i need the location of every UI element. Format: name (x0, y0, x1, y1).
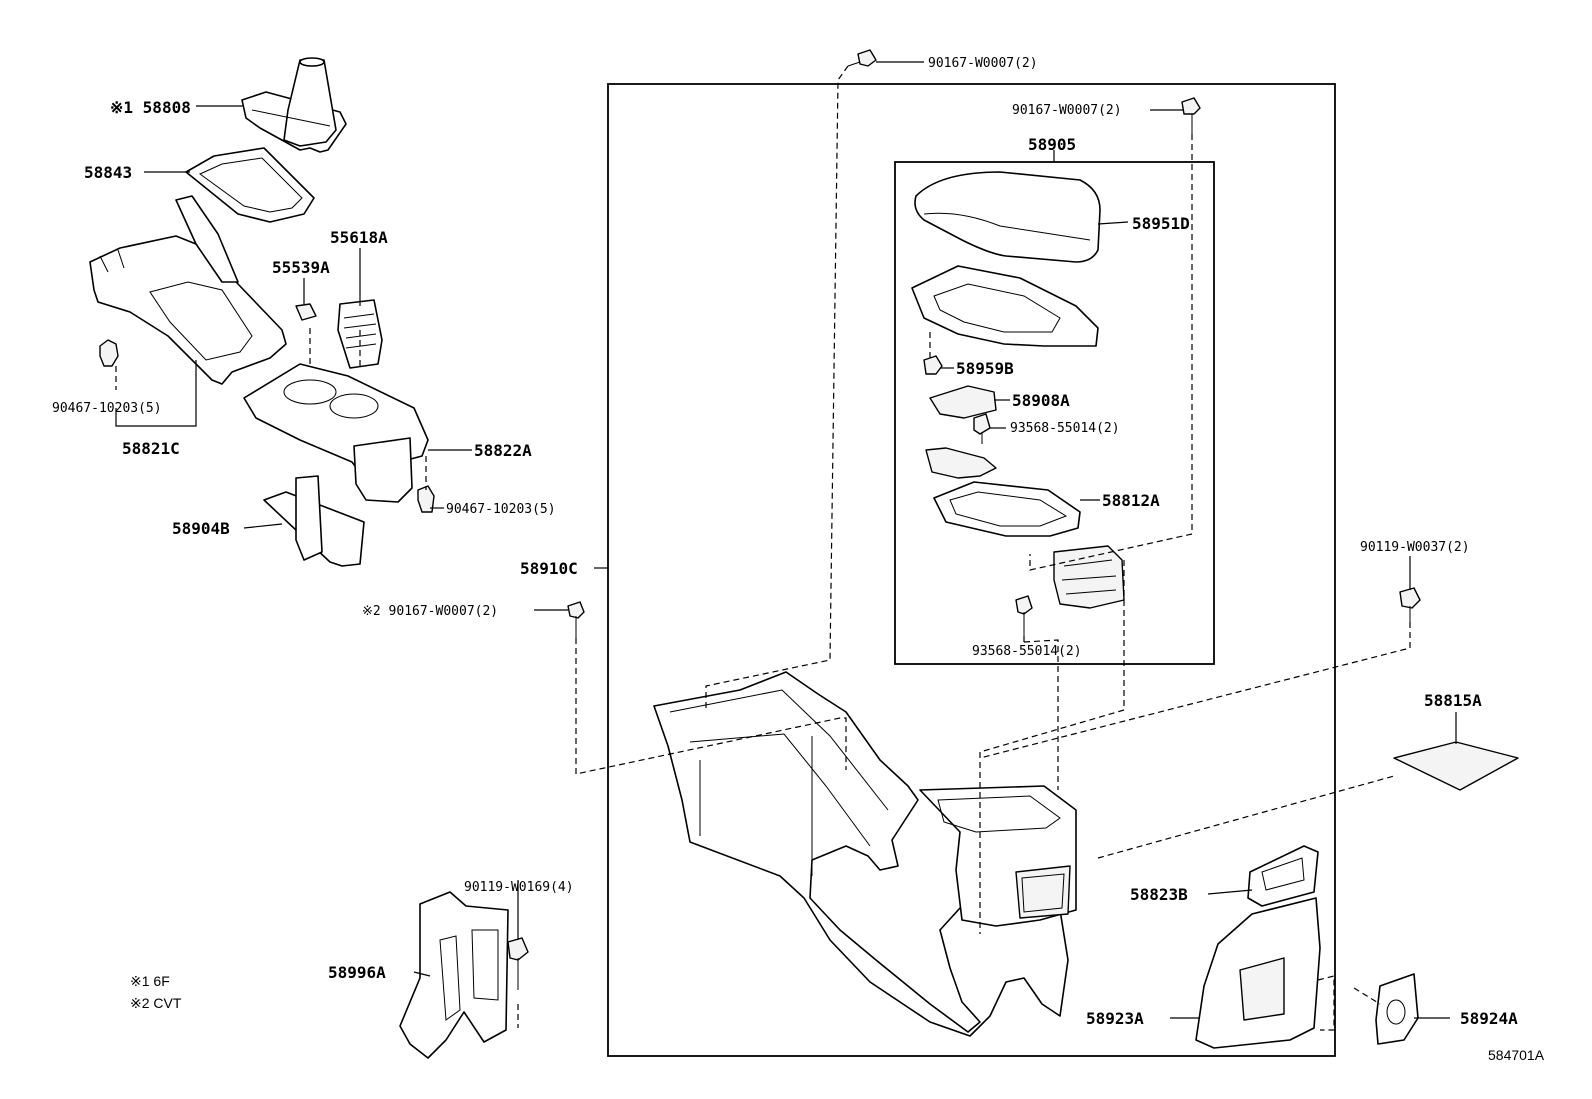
tray-58904b (263, 475, 365, 567)
diagram-id: 584701A (1488, 1047, 1545, 1063)
assembly-dash-lines (115, 65, 1411, 1031)
latch-cover (925, 447, 997, 479)
console-panel-58821c (89, 195, 287, 385)
label-58843: 58843 (84, 163, 132, 182)
label-58821c: 58821C (122, 439, 180, 458)
clip-90467-left (99, 339, 119, 367)
label-90467-left: 90467-10203(5) (52, 401, 162, 416)
note-1: ※1 6F (130, 973, 170, 989)
tray-58812a (933, 481, 1081, 537)
label-90119-w0169: 90119-W0169(4) (464, 880, 574, 895)
screw-93568-a (973, 413, 991, 444)
clip-58959b (923, 355, 943, 375)
shift-boot-58808 (241, 57, 347, 153)
label-58822a: 58822A (474, 441, 532, 460)
leader-lines (115, 61, 1457, 1019)
cup-holder-58822a (243, 363, 429, 503)
note-2: ※2 CVT (130, 995, 182, 1011)
panel-58923a (1195, 897, 1321, 1049)
latch-58908a (929, 385, 997, 419)
label-58996a: 58996A (328, 963, 386, 982)
label-58951d: 58951D (1132, 214, 1190, 233)
label-58905: 58905 (1028, 135, 1076, 154)
label-90167-top: 90167-W0007(2) (928, 56, 1038, 71)
lid-inner-frame (911, 265, 1099, 347)
lid-58951d (914, 171, 1101, 263)
label-58923a: 58923A (1086, 1009, 1144, 1028)
label-93568-b: 93568-55014(2) (972, 644, 1082, 659)
label-90167-cvt: ※2 90167-W0007(2) (362, 604, 498, 619)
panel-58823b (1247, 845, 1319, 907)
label-58812a: 58812A (1102, 491, 1160, 510)
label-58808: ※1 58808 (110, 98, 191, 117)
bolt-90167-top (847, 49, 877, 67)
label-58959b: 58959B (956, 359, 1014, 378)
bracket-58996a (399, 891, 509, 1059)
bolt-90119-w0169 (507, 937, 529, 990)
label-58908a: 58908A (1012, 391, 1070, 410)
switch-58924a (1375, 973, 1419, 1045)
label-58910c: 58910C (520, 559, 578, 578)
bolt-90167-cvt (567, 601, 585, 638)
pad-58815a (1393, 741, 1519, 791)
console-body (653, 671, 1077, 1037)
assembly-frame-58910c (607, 83, 1336, 1057)
clip-90467-right (417, 485, 435, 513)
bolt-90119-w0037 (1399, 587, 1421, 622)
label-58823b: 58823B (1130, 885, 1188, 904)
shift-bezel-58843 (185, 147, 315, 223)
label-90467-right: 90467-10203(5) (446, 502, 556, 517)
label-55618a: 55618A (330, 228, 388, 247)
label-58924a: 58924A (1460, 1009, 1518, 1028)
screw-93568-b (1015, 595, 1033, 636)
label-58815a: 58815A (1424, 691, 1482, 710)
bolt-90167-right (1181, 97, 1201, 134)
label-55539a: 55539A (272, 258, 330, 277)
label-90167-right: 90167-W0007(2) (1012, 103, 1122, 118)
label-90119-w0037: 90119-W0037(2) (1360, 540, 1470, 555)
hinge (1053, 545, 1125, 609)
label-58904b: 58904B (172, 519, 230, 538)
part-55539a (295, 303, 317, 321)
label-93568-a: 93568-55014(2) (1010, 421, 1120, 436)
